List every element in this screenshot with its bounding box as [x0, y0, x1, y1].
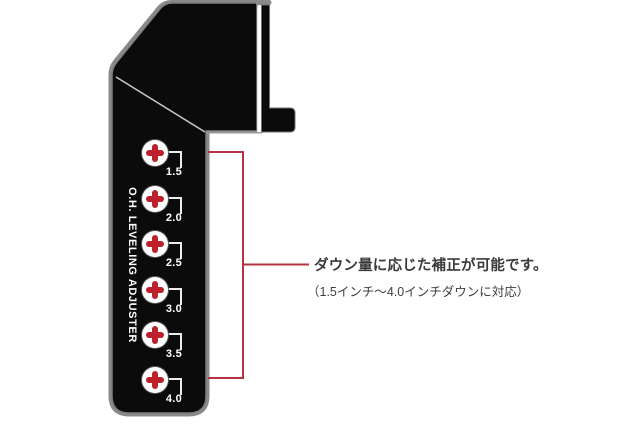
adjust-point-2.0: 2.0	[142, 186, 204, 242]
red-cross-icon	[152, 371, 158, 389]
screw-circle	[142, 186, 168, 212]
screw-circle	[142, 231, 168, 257]
screw-circle	[142, 277, 168, 303]
screw-circle	[142, 140, 168, 166]
adjust-point-3.0: 3.0	[142, 277, 204, 333]
marker-elbow-line	[167, 378, 182, 395]
marker-elbow-line	[167, 151, 182, 168]
marker-label: 1.5	[165, 166, 183, 178]
callout-text-main: ダウン量に応じた補正が可能です。	[314, 258, 548, 274]
adjust-point-4.0: 4.0	[142, 367, 204, 423]
part-outer-border	[108, 0, 272, 417]
marker-elbow-line	[167, 197, 182, 214]
part-top-border-cap	[256, 0, 270, 5]
marker-label: 4.0	[165, 393, 183, 405]
marker-label: 3.0	[165, 303, 183, 315]
red-cross-icon	[152, 235, 158, 253]
screw-circle	[142, 322, 168, 348]
callout-text-sub: （1.5インチ～4.0インチダウンに対応）	[307, 285, 530, 299]
adjust-point-1.5: 1.5	[142, 140, 204, 196]
marker-label: 3.5	[165, 348, 183, 360]
screw-circle	[142, 367, 168, 393]
red-cross-icon	[152, 190, 158, 208]
callout-bracket	[208, 151, 309, 379]
adjust-point-2.5: 2.5	[142, 231, 204, 287]
marker-elbow-line	[167, 333, 182, 350]
red-cross-icon	[152, 326, 158, 344]
part-silhouette	[111, 2, 258, 414]
adjust-point-3.5: 3.5	[142, 322, 204, 378]
marker-label: 2.5	[165, 257, 183, 269]
red-cross-icon	[152, 144, 158, 162]
marker-elbow-line	[167, 242, 182, 259]
part-slit	[257, 6, 262, 132]
marker-elbow-line	[167, 288, 182, 305]
red-cross-icon	[152, 281, 158, 299]
part-seam-line	[115, 76, 206, 133]
marker-label: 2.0	[165, 212, 183, 224]
part-name-vertical-label: O.H. LEVELING ADJUSTER	[126, 187, 138, 343]
part-mount-tab	[261, 4, 296, 133]
